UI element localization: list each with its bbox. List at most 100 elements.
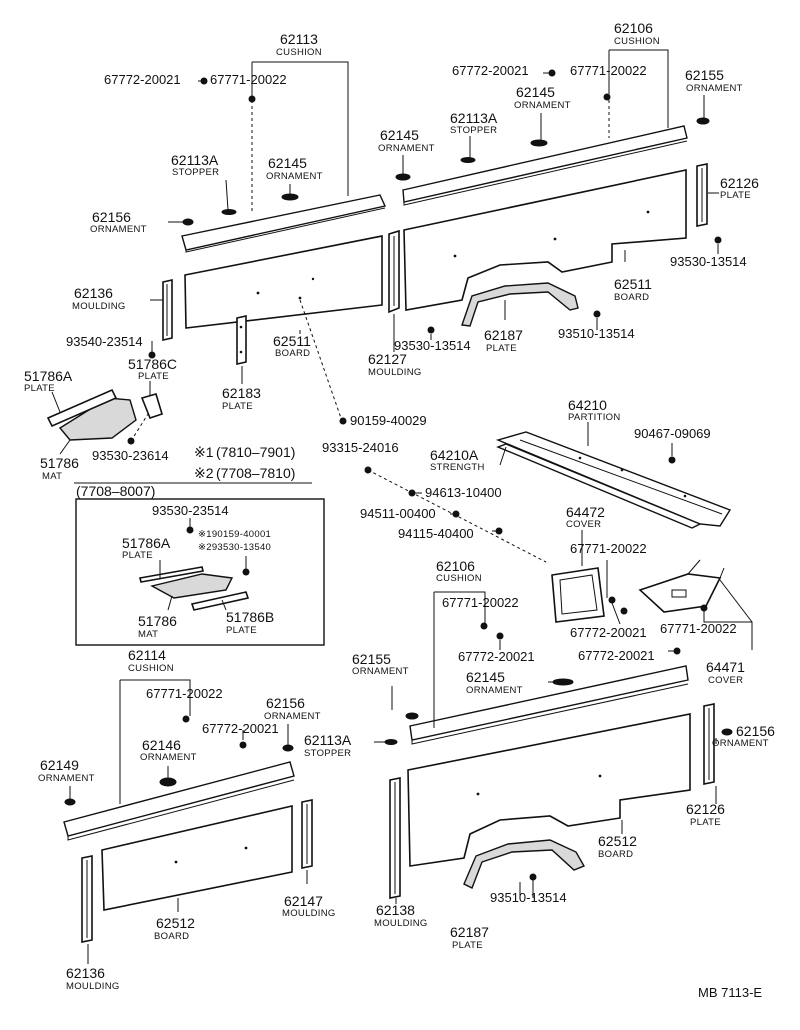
callout-number: 62146 — [142, 737, 181, 753]
parts-drawing — [46, 69, 733, 943]
callout-number: 62114 — [128, 647, 166, 663]
callout-number: 62106 — [436, 558, 475, 574]
board-62512-lower-right — [407, 713, 691, 867]
callout-number: 62156 — [736, 723, 775, 739]
callout-number: 67772-20021 — [570, 625, 647, 640]
callout-number: 62113A — [304, 732, 352, 748]
callout-number: ※293530-13540 — [198, 542, 271, 553]
callout-number: 67771-20022 — [570, 63, 647, 78]
callout-number: 62155 — [685, 67, 724, 83]
cushion-62114 — [63, 761, 295, 837]
callout-name: PLATE — [222, 401, 253, 412]
callout-number: 93530-23514 — [152, 503, 229, 518]
callout-number: 90467-09069 — [634, 426, 711, 441]
callout-name: ORNAMENT — [140, 752, 197, 763]
plate-62187-upper — [461, 282, 579, 327]
plate-51786C — [140, 393, 163, 419]
callout-name: ORNAMENT — [712, 738, 769, 749]
callout-name: BOARD — [154, 931, 189, 942]
callout-number: 62136 — [66, 965, 105, 981]
plate-51786A — [46, 388, 118, 428]
callout-name: ORNAMENT — [90, 224, 147, 235]
callout-number: 67771-20022 — [146, 686, 223, 701]
callout-number: 93530-23614 — [92, 448, 169, 463]
callout-number: 67772-20021 — [104, 72, 181, 87]
callout-name: MOULDING — [66, 981, 120, 992]
callout-name: COVER — [708, 675, 743, 686]
callout-number: 90159-40029 — [350, 413, 427, 428]
callout-number: 64471 — [706, 659, 745, 675]
date-note-range: (7810–7901) — [216, 444, 295, 460]
callout-name: CUSHION — [436, 573, 482, 584]
callout-number: 62113A — [450, 110, 498, 126]
callout-number: 62156 — [92, 209, 131, 225]
callout-name: PLATE — [24, 383, 55, 394]
callout-name: PLATE — [122, 550, 153, 561]
callout-number: 62145 — [516, 84, 555, 100]
callout-name: ORNAMENT — [266, 171, 323, 182]
callout-name: ORNAMENT — [378, 143, 435, 154]
callout-number: 94511-00400 — [360, 506, 436, 521]
callout-name: BOARD — [598, 849, 633, 860]
callout-number: 94613-10400 — [425, 485, 502, 500]
board-62511-upper-left — [184, 235, 383, 329]
callout-number: 51786B — [226, 609, 274, 625]
callout-name: MOULDING — [368, 367, 422, 378]
callout-number: 67771-20022 — [570, 541, 647, 556]
callout-labels: 62113 CUSHION 67772-20021 67771-20022 62… — [24, 20, 775, 1000]
callout-number: 67771-20022 — [660, 621, 737, 636]
callout-number: 62113 — [280, 31, 318, 47]
callout-number: 67772-20021 — [578, 648, 655, 663]
callout-name: PLATE — [486, 343, 517, 354]
callout-number: 62187 — [484, 327, 523, 343]
callout-number: 62106 — [614, 20, 653, 36]
callout-name: CUSHION — [276, 47, 322, 58]
callout-name: PLATE — [720, 190, 751, 201]
figure-id: MB 7113-E — [698, 985, 762, 1000]
callout-name: ORNAMENT — [264, 711, 321, 722]
callout-name: COVER — [566, 519, 601, 530]
callout-name: STOPPER — [450, 125, 497, 136]
callout-number: 62511 — [273, 333, 311, 349]
strength-64210A — [496, 443, 702, 529]
plate-62183 — [236, 315, 247, 365]
cushion-62113-upper — [181, 194, 386, 251]
partition-64210 — [495, 431, 732, 527]
cover-64471 — [638, 573, 722, 613]
callout-name: MOULDING — [282, 908, 336, 919]
callout-number: 94115-40400 — [398, 526, 474, 541]
callout-number: 64210 — [568, 397, 607, 413]
callout-number: 62127 — [368, 351, 407, 367]
board-62512-lower-left — [101, 804, 293, 911]
cushion-62106-upper — [402, 125, 688, 203]
callout-number: 62512 — [598, 833, 637, 849]
callout-number: 62187 — [450, 924, 489, 940]
callout-number: 62126 — [720, 175, 759, 191]
callout-name: BOARD — [614, 292, 649, 303]
callout-name: MAT — [138, 629, 158, 640]
callout-number: 51786A — [24, 368, 73, 384]
callout-name: ORNAMENT — [686, 83, 743, 94]
callout-name: ORNAMENT — [38, 773, 95, 784]
callout-number: 62156 — [266, 695, 305, 711]
callout-number: 62136 — [74, 285, 113, 301]
callout-number: 67772-20021 — [458, 649, 535, 664]
callout-number: 62512 — [156, 915, 195, 931]
callout-number: 64472 — [566, 504, 605, 520]
callout-name: PLATE — [452, 940, 483, 951]
callout-number: 67771-20022 — [210, 72, 287, 87]
callout-name: MOULDING — [374, 918, 428, 929]
callout-number: 93510-13514 — [490, 890, 567, 905]
date-note-range: (7708–7810) — [216, 465, 295, 481]
callout-name: BOARD — [275, 348, 310, 359]
callout-number: 51786 — [138, 613, 177, 629]
callout-number: 93315-24016 — [322, 440, 399, 455]
callout-number: 62113A — [171, 152, 219, 168]
callout-number: 51786C — [128, 356, 177, 372]
callout-name: STOPPER — [304, 748, 351, 759]
callout-name: CUSHION — [614, 36, 660, 47]
callout-number: 62149 — [40, 757, 79, 773]
callout-number: 67772-20021 — [202, 721, 279, 736]
callout-name: STOPPER — [172, 167, 219, 178]
